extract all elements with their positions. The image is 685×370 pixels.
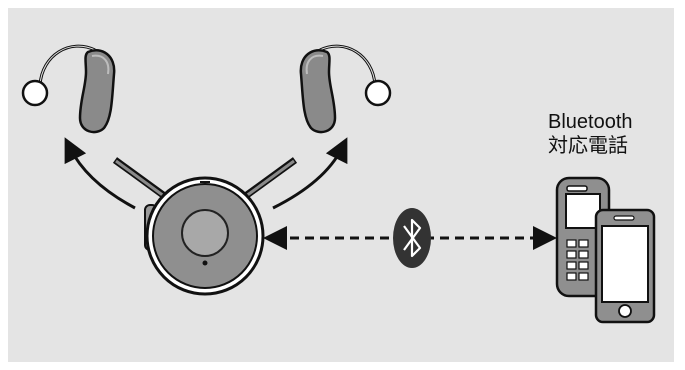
bluetooth-icon [393, 208, 431, 268]
mobile-phones-icon [557, 178, 654, 322]
hearing-aid-right-icon [301, 46, 390, 132]
label-line-1: Bluetooth [548, 110, 678, 134]
arrow-to-left-aid [70, 148, 135, 208]
hearing-aid-left-icon [23, 46, 114, 132]
arrow-to-right-aid [273, 148, 342, 208]
label-line-2: 対応電話 [548, 134, 678, 158]
round-streamer-device-icon [115, 160, 295, 294]
bluetooth-phone-label: Bluetooth 対応電話 [548, 110, 678, 158]
